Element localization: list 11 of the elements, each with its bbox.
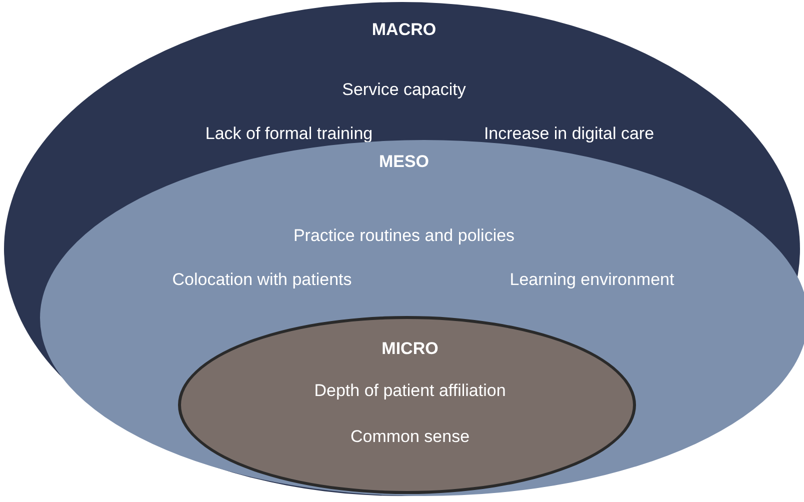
factor-label: Depth of patient affiliation	[314, 381, 506, 401]
level-heading: MESO	[378, 152, 430, 172]
factor-label: Practice routines and policies	[293, 226, 515, 246]
factor-label: Common sense	[350, 427, 470, 447]
factor-label: Service capacity	[342, 80, 466, 100]
level-heading: MACRO	[372, 20, 436, 40]
factor-label: Lack of formal training	[205, 124, 373, 144]
factor-label: Colocation with patients	[172, 270, 352, 290]
factor-label: Learning environment	[510, 270, 674, 290]
factor-label: Increase in digital care	[484, 124, 654, 144]
level-heading: MICRO	[382, 339, 438, 359]
